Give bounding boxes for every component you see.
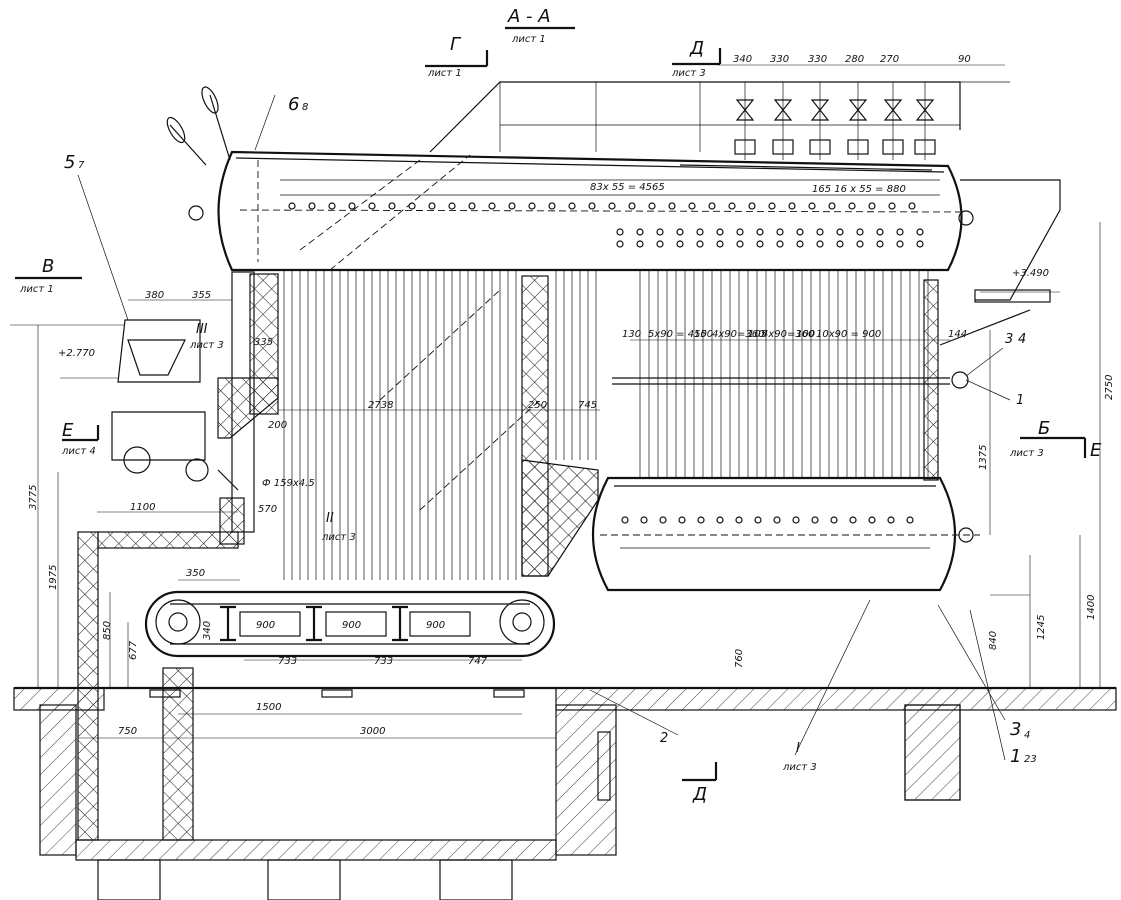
- dim-850: 850: [102, 621, 113, 640]
- dim-pipe: Ф 159x4.5: [262, 478, 315, 489]
- view-letter-d2: Д: [692, 784, 707, 805]
- dim-340: 340: [202, 621, 213, 640]
- view-sheet-d: лист 3: [671, 68, 706, 79]
- detail-i-sheet: лист 3: [782, 762, 817, 773]
- leader-lines: [77, 94, 1011, 761]
- view-sheet-g: лист 1: [427, 68, 462, 79]
- view-letter-d: Д: [689, 38, 704, 59]
- dim-750: 750: [118, 726, 137, 737]
- dim-row-mid-4: 4x90=360: [712, 329, 764, 340]
- upper-drum: [188, 150, 974, 272]
- furnace-brickwork: [77, 273, 939, 841]
- dim-1500: 1500: [256, 702, 281, 713]
- view-sheet-e: лист 4: [61, 446, 96, 457]
- section-sheet: лист 1: [511, 34, 546, 45]
- detail-iii-sheet: лист 3: [189, 340, 224, 351]
- callout-6-sub: 8: [302, 102, 308, 113]
- dim-1245: 1245: [1036, 615, 1047, 640]
- top-valves: [734, 82, 936, 160]
- view-letter-e2: Е: [1090, 440, 1102, 461]
- dim-1975: 1975: [48, 565, 59, 590]
- dim-top-1: 340: [733, 54, 752, 65]
- dim-570: 570: [258, 504, 277, 515]
- dim-top-6: 90: [958, 54, 971, 65]
- dim-elev-1: +2.770: [58, 348, 95, 359]
- dim-pitch-bot-3: 747: [468, 656, 488, 667]
- dim-200: 200: [268, 420, 287, 431]
- dim-row-mid-7: 100: [796, 329, 815, 340]
- callout-3-sub: 4: [1018, 332, 1026, 347]
- detail-ii: II: [326, 511, 334, 526]
- view-letter-e: Е: [62, 420, 74, 441]
- dim-1100: 1100: [130, 502, 155, 513]
- detail-i: I: [796, 741, 800, 756]
- callout-7-sub: 23: [1024, 754, 1037, 765]
- dim-3000: 3000: [360, 726, 385, 737]
- foundation: [13, 686, 1117, 900]
- view-letter-v: В: [42, 256, 54, 277]
- dim-2738: 2738: [368, 400, 393, 411]
- dim-row-mid-1: 130: [622, 329, 641, 340]
- dim-pitch-top: 83x 55 = 4565: [590, 182, 665, 193]
- view-sheet-b: лист 3: [1009, 448, 1044, 459]
- detail-ii-sheet: лист 3: [321, 532, 356, 543]
- dim-grate-3: 900: [426, 620, 445, 631]
- callout-3b-sub: 4: [1024, 730, 1030, 741]
- superstructure: [429, 81, 1061, 346]
- view-letter-g: Г: [450, 34, 462, 55]
- dim-1400: 1400: [1086, 595, 1097, 620]
- detail-iii: III: [196, 322, 208, 337]
- dim-row-mid-6: 4x90=360: [762, 329, 814, 340]
- dim-top-3: 330: [808, 54, 827, 65]
- callout-6: 6: [288, 94, 299, 115]
- callout-3b: 3: [1010, 719, 1021, 740]
- dim-row-mid-9: 144: [948, 329, 967, 340]
- section-title: А - А: [507, 6, 551, 27]
- dim-380: 380: [145, 290, 164, 301]
- dim-350: 350: [186, 568, 205, 579]
- dim-335: 335: [254, 337, 273, 348]
- dim-grate-2: 900: [342, 620, 361, 631]
- callout-7: 1: [1010, 746, 1021, 767]
- view-sheet-v: лист 1: [19, 284, 54, 295]
- dim-row-mid-8: 10x90 = 900: [816, 329, 881, 340]
- dim-elev-2: +3.490: [1012, 268, 1049, 279]
- callout-2: 2: [660, 731, 668, 746]
- dim-top-5: 270: [880, 54, 899, 65]
- dim-2750: 2750: [1104, 375, 1115, 400]
- callout-1: 1: [1016, 393, 1024, 408]
- callout-3: 3: [1005, 332, 1013, 347]
- callout-5: 5: [64, 152, 75, 173]
- dim-677: 677: [128, 640, 139, 660]
- dim-pitch-bot-2: 733: [374, 656, 393, 667]
- dim-grate-1: 900: [256, 620, 275, 631]
- dim-pitch-right: 165 16 x 55 = 880: [812, 184, 906, 195]
- dim-row-mid-5: 105: [748, 329, 767, 340]
- dim-pitch-bot-1: 733: [278, 656, 297, 667]
- dim-top-2: 330: [770, 54, 789, 65]
- annotations: А - А лист 1 Г лист 1 Д лист 3 В лист 1 …: [19, 6, 1115, 805]
- fuel-feeder: [111, 86, 259, 533]
- dim-250: 250: [528, 400, 547, 411]
- dim-760: 760: [734, 649, 745, 668]
- dim-355: 355: [192, 290, 211, 301]
- callout-5-sub: 7: [78, 160, 85, 171]
- dim-745: 745: [578, 400, 597, 411]
- view-letter-b: Б: [1038, 418, 1050, 439]
- dim-3775: 3775: [28, 485, 39, 510]
- lower-drum: [591, 476, 980, 592]
- tube-banks: [283, 154, 969, 580]
- dim-top-4: 280: [845, 54, 864, 65]
- dim-1375: 1375: [978, 445, 989, 470]
- section-arrows: [15, 26, 1087, 782]
- dim-row-mid-2: 5x90 = 450: [648, 329, 707, 340]
- dim-840: 840: [988, 631, 999, 650]
- dimension-lines: [10, 64, 1101, 739]
- chain-grate: [144, 590, 556, 698]
- dim-row-mid-3: 150: [694, 329, 713, 340]
